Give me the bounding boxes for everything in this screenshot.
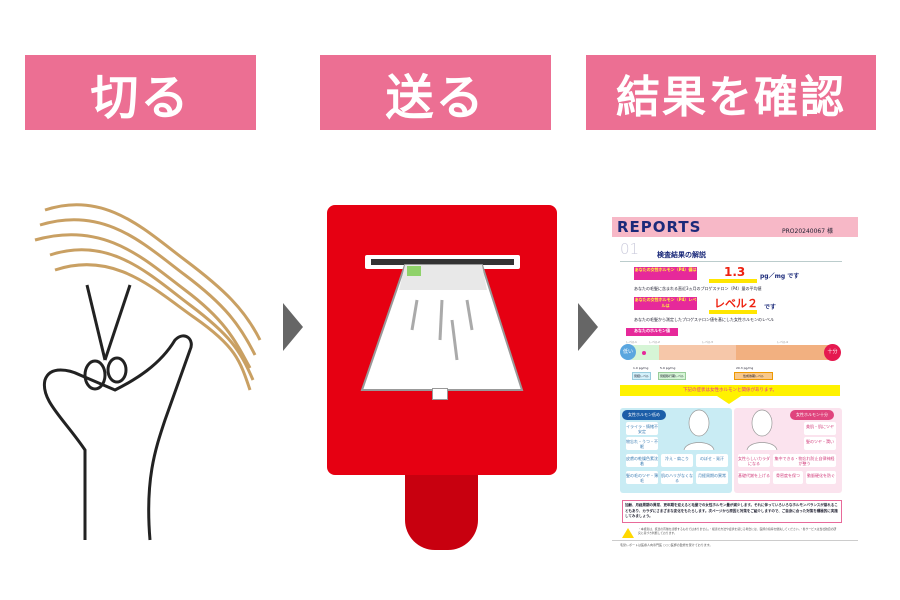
report-title: REPORTS xyxy=(617,218,702,236)
step-cut-banner: 切る xyxy=(25,55,256,130)
warning-icon xyxy=(622,528,634,538)
divider xyxy=(620,261,842,262)
level-tick: レベル1 xyxy=(626,340,637,344)
hand-icon xyxy=(42,334,193,541)
tick-value: 1.0 pg/mg xyxy=(633,366,649,370)
symptom-item: 月経周期の異常 xyxy=(696,471,728,484)
highlight xyxy=(709,310,757,314)
woman-happy-illustration xyxy=(746,409,778,450)
hair-scissors-illustration xyxy=(34,203,262,541)
low-title: 女性ホルモン低め xyxy=(622,410,666,420)
symptom-item: 物忘れ・うつ・不眠 xyxy=(626,437,658,450)
value-unit: pg／mg です xyxy=(760,273,800,280)
symptom-item: のぼせ・発汗 xyxy=(696,454,728,467)
level-tick: レベル2 xyxy=(649,340,660,344)
value-label: あなたの女性ホルモン（P4）値は xyxy=(634,267,697,280)
symptom-item: 肌のハリがなくなる xyxy=(661,471,693,484)
stage-label: 閉経移行期レベル xyxy=(658,372,687,380)
symptom-item: 皮膚の乾燥色素沈着 xyxy=(626,454,658,467)
down-arrow-icon xyxy=(717,396,741,404)
level-tick: レベル4 xyxy=(777,340,788,344)
arrow-right-icon xyxy=(283,303,303,351)
hormone-tag: あなたのホルモン値 xyxy=(626,328,678,336)
benefit-item: 動脈硬化を防ぐ xyxy=(806,471,836,484)
envelope-icon xyxy=(360,264,524,391)
tick-value: 5.9 pg/mg xyxy=(660,366,676,370)
low-badge: 低い xyxy=(620,344,636,360)
high-badge: 十分 xyxy=(824,344,841,361)
step-label: 送る xyxy=(385,69,486,126)
step-send-banner: 送る xyxy=(320,55,551,130)
stage-label: 性成熟期レベル xyxy=(734,372,774,380)
postbox-post xyxy=(405,470,478,550)
value-note: あなたの毛髪に含まれる直近3ヵ月のプロゲステロン（P4）量の平均値 xyxy=(634,286,762,291)
postbox xyxy=(327,205,557,475)
level-bar xyxy=(626,345,832,360)
benefit-item: 髪のツヤ・潤い xyxy=(804,437,836,450)
benefit-item: 美肌・肌にツヤ xyxy=(804,422,836,435)
symptom-banner: 下記の症状は女性ホルモンと関係があります。 xyxy=(620,385,840,396)
step-label: 切る xyxy=(90,69,191,126)
level-tick: レベル3 xyxy=(702,340,713,344)
stage-label: 閉経レベル xyxy=(632,372,652,380)
arrow-right-icon xyxy=(578,303,598,351)
report-header xyxy=(612,217,858,237)
tick-value: 20.3 pg/mg xyxy=(736,366,754,370)
section-title: 検査結果の解説 xyxy=(657,251,706,259)
hair-strands-icon xyxy=(34,203,262,391)
envelope-tab xyxy=(432,388,448,400)
hormone-marker xyxy=(642,351,646,355)
level-note: あなたの毛髪から測定したプロゲステロン値を基にした女性ホルモンのレベル xyxy=(634,317,774,322)
level-unit: です xyxy=(764,304,777,311)
level-label: あなたの女性ホルモン（P4）レベルは xyxy=(634,297,697,310)
woman-tired-illustration xyxy=(683,409,715,450)
symptom-item: 冷え・肩こり xyxy=(661,454,693,467)
hormone-value: 1.3 xyxy=(724,265,746,279)
benefit-item: 基礎代謝を上げる xyxy=(738,471,770,484)
report-footer: 毛髪レポートは医療人向専門医 ○○○医師の監修を受けております。 xyxy=(620,543,713,547)
benefit-item: 集中できる・物忘れ防止自律神経が整う xyxy=(773,454,836,467)
symptom-item: イライラ・情緒不安定 xyxy=(626,422,658,435)
report-document: REPORTS PRO20240067 様 01 検査結果の解説 あなたの女性ホ… xyxy=(612,215,858,560)
scissors-icon xyxy=(83,284,132,391)
warnings-text: ・本検査は、疾患の有無を診断するものではありません。・検査の方法や症状を感じる場… xyxy=(638,527,837,535)
benefit-item: 女性らしいカラダになる xyxy=(738,454,770,467)
summary-box: 加齢、月経周期の異常、更年期を迎えると毛髪での女性ホルモン量が減少します。それに… xyxy=(622,500,842,523)
divider xyxy=(612,540,858,541)
hormone-level: レベル２ xyxy=(714,297,758,310)
symptom-item: 髪の毛のツヤ・薄毛 xyxy=(626,471,658,484)
section-number: 01 xyxy=(620,240,640,258)
benefit-item: 骨密度を保つ xyxy=(773,471,803,484)
report-id: PRO20240067 様 xyxy=(782,228,833,235)
highlight xyxy=(709,279,757,283)
step-label: 結果を確認 xyxy=(616,71,846,123)
high-title: 女性ホルモン十分 xyxy=(790,410,834,420)
step-result-banner: 結果を確認 xyxy=(586,55,876,130)
